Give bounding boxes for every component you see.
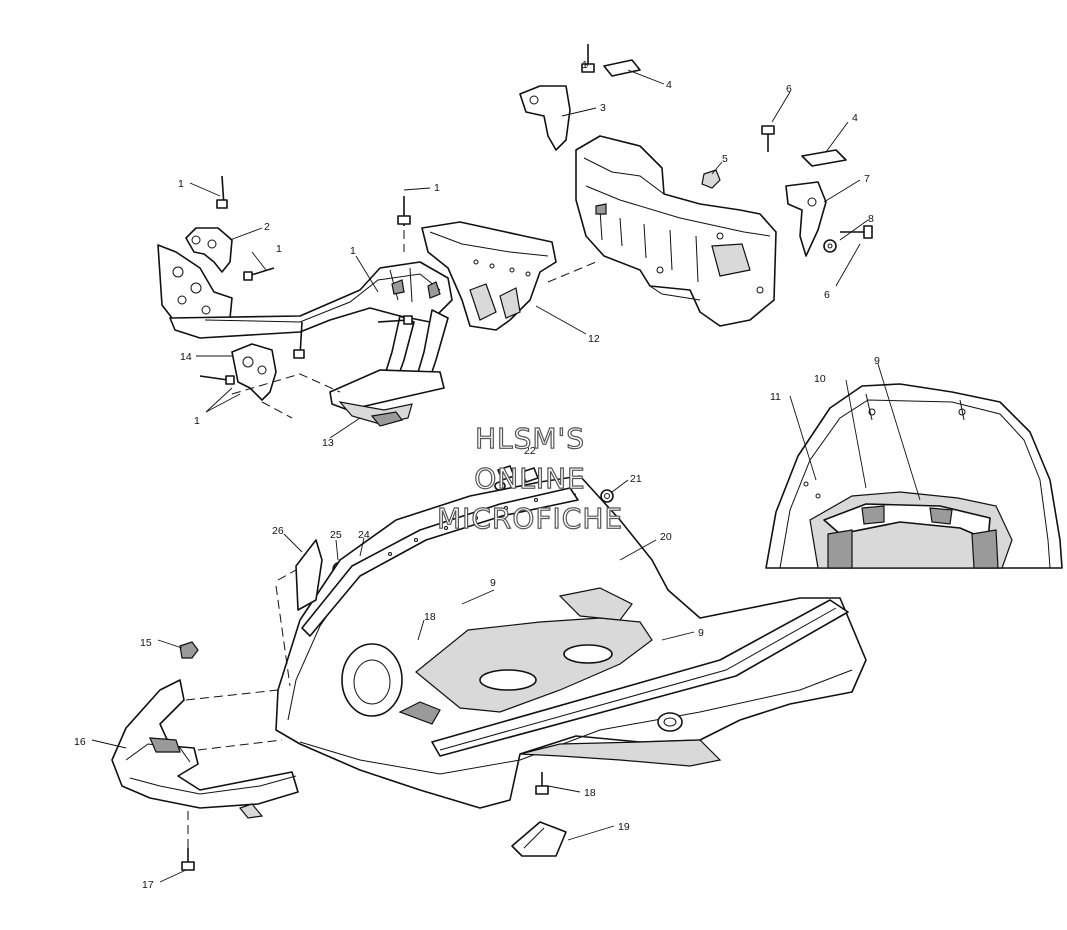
watermark-line-1: HLSM'S <box>474 421 586 455</box>
callout-26: 26 <box>272 525 284 537</box>
callout-4: 4 <box>666 79 672 91</box>
mount-brackets <box>519 85 827 257</box>
decal-parts <box>603 59 847 167</box>
callout-17: 17 <box>142 879 154 891</box>
callout-4: 4 <box>852 112 858 124</box>
callout-9: 9 <box>698 627 704 639</box>
callout-20: 20 <box>660 531 672 543</box>
callout-10: 10 <box>814 373 826 385</box>
callout-21: 21 <box>630 473 642 485</box>
callout-6: 6 <box>786 83 792 95</box>
belly-pan <box>275 475 867 809</box>
callout-1: 1 <box>194 415 200 427</box>
callout-13: 13 <box>322 437 334 449</box>
callout-15: 15 <box>140 637 152 649</box>
callout-12: 12 <box>588 333 600 345</box>
callout-24: 24 <box>358 529 370 541</box>
inset-view <box>765 383 1063 569</box>
callout-18: 18 <box>424 611 436 623</box>
watermark-line-3: MICROFICHE <box>436 501 624 535</box>
front-bumper <box>111 679 299 819</box>
small-plates <box>275 539 567 857</box>
callout-14: 14 <box>180 351 192 363</box>
callout-22: 22 <box>524 445 536 457</box>
callout-2: 2 <box>264 221 270 233</box>
callout-19: 19 <box>618 821 630 833</box>
front-frame-assembly <box>157 221 597 427</box>
callout-6: 6 <box>824 289 830 301</box>
callout-1: 1 <box>434 182 440 194</box>
callout-1: 1 <box>350 245 356 257</box>
clip-parts <box>494 465 539 491</box>
callout-1: 1 <box>582 59 588 71</box>
leader-lines <box>91 63 921 883</box>
callout-9: 9 <box>490 577 496 589</box>
callout-1: 1 <box>178 178 184 190</box>
callout-11: 11 <box>770 391 781 403</box>
callout-7: 7 <box>864 173 870 185</box>
watermark-line-2: ONLINE <box>474 461 586 495</box>
callout-25: 25 <box>330 529 342 541</box>
callout-18: 18 <box>584 787 596 799</box>
callout-8: 8 <box>868 213 874 225</box>
callout-labels: 1 1 1 1 1 1 2 3 4 4 5 6 6 7 8 9 9 9 10 1… <box>74 59 880 891</box>
bulkhead-frame <box>575 135 777 327</box>
callout-3: 3 <box>600 102 606 114</box>
callout-5: 5 <box>722 153 728 165</box>
callout-16: 16 <box>74 736 86 748</box>
callout-9: 9 <box>874 355 880 367</box>
callout-1: 1 <box>276 243 282 255</box>
